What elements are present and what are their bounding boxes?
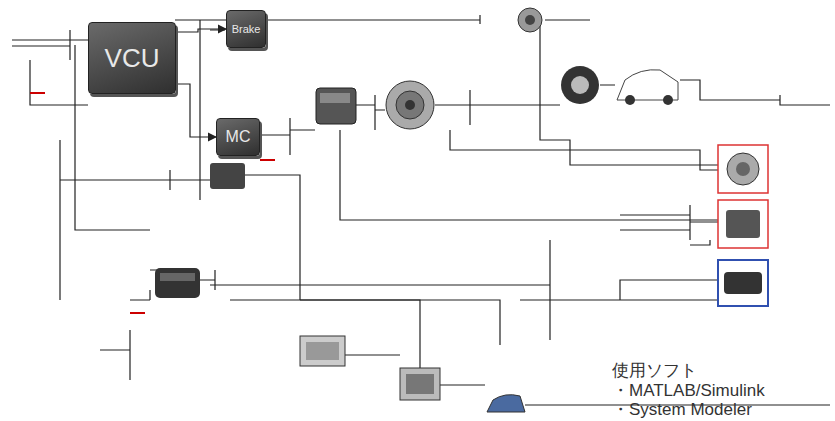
component-icons xyxy=(155,8,768,412)
block-icon: VCU xyxy=(88,22,176,94)
signal-line xyxy=(176,29,226,32)
block-icon: MC xyxy=(216,118,260,156)
note-text: 使用ソフト xyxy=(612,361,697,381)
block-label: Brake xyxy=(232,23,261,35)
block-icon: Brake xyxy=(226,10,266,48)
block-label: MC xyxy=(226,128,251,146)
note-text: ・System Modeler xyxy=(612,400,752,420)
block-label: VCU xyxy=(105,43,160,74)
note-text: ・MATLAB/Simulink xyxy=(612,381,765,401)
signal-line xyxy=(176,84,216,137)
